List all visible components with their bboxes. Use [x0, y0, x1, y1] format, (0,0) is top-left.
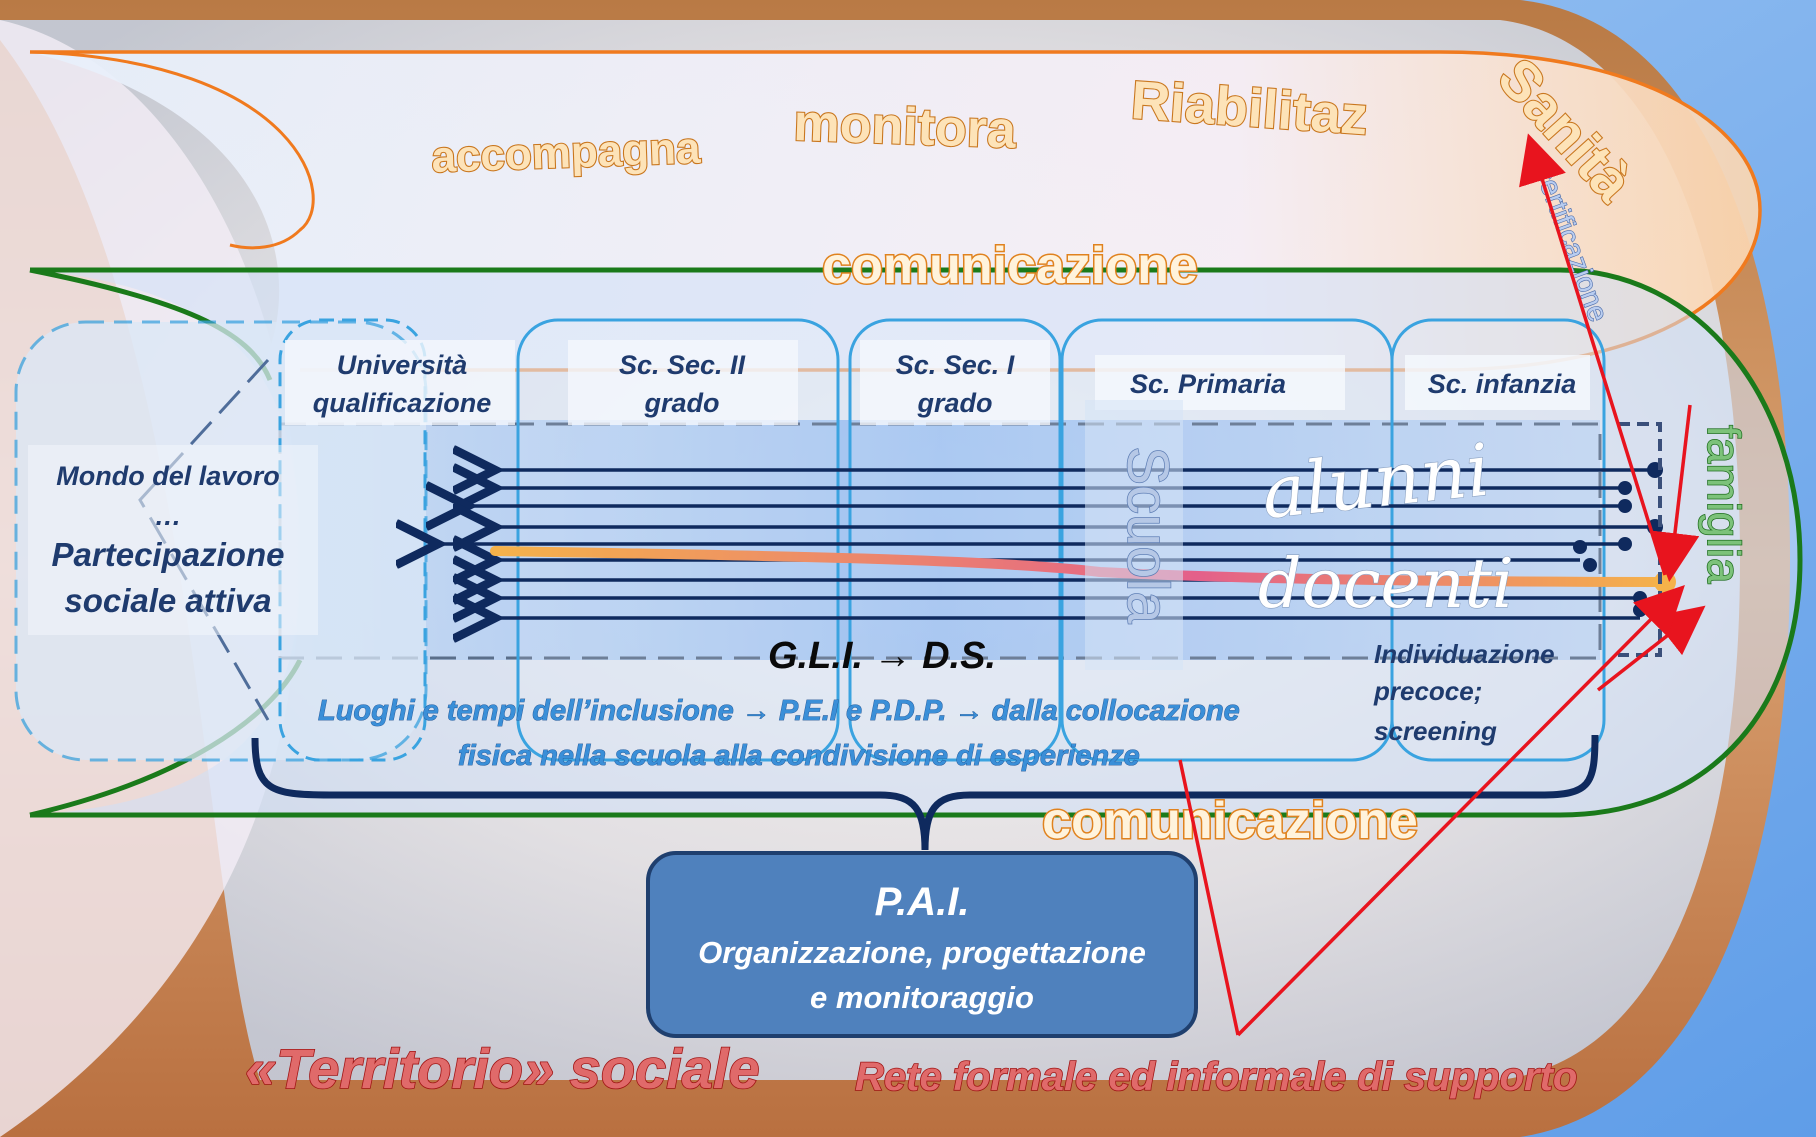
luoghi-line-1: Luoghi e tempi dell’inclusione → P.E.I e…: [318, 695, 1240, 727]
accompagna-label: accompagna: [431, 124, 702, 182]
left-box-line-2: …: [155, 501, 182, 531]
rete-label: Rete formale ed informale di supporto: [855, 1055, 1577, 1099]
column-box-sec2: [516, 318, 840, 762]
school-brace: [251, 734, 1599, 851]
individuazione-line-3: screening: [1374, 716, 1497, 746]
comunicazione-top: comunicazione: [822, 237, 1198, 295]
column-primaria-label: Sc. Primaria: [1130, 369, 1286, 399]
column-infanzia-label: Sc. infanzia: [1428, 369, 1577, 399]
column-box-sec1: [848, 318, 1062, 762]
column-box-infanzia: [1390, 318, 1606, 762]
pai-title: P.A.I.: [875, 880, 970, 924]
docenti-label: docenti: [1258, 545, 1514, 624]
pai-line-2: e monitoraggio: [810, 980, 1034, 1015]
famiglia-tube-outline: [30, 267, 1803, 818]
individuazione-line-2: precoce;: [1373, 676, 1482, 706]
luoghi-line-2: fisica nella scuola alla condivisione di…: [458, 740, 1140, 772]
left-box-line-1: Mondo del lavoro: [56, 461, 280, 491]
gli-ds-label: G.L.I. → D.S.: [768, 635, 996, 677]
pai-box: [646, 851, 1198, 1038]
individuazione-line-1: Individuazione: [1374, 639, 1555, 669]
column-sec1-line-1: Sc. Sec. I: [896, 350, 1015, 380]
column-sec2-line-2: grado: [643, 388, 719, 418]
territorio-label: «Territorio» sociale: [245, 1037, 760, 1100]
column-sec1-line-2: grado: [916, 388, 992, 418]
scuola-label: Scuola: [1115, 446, 1180, 624]
column-universita-line-2: qualificazione: [313, 388, 492, 418]
monitora-label: monitora: [793, 94, 1018, 160]
left-box-line-3: Partecipazione: [52, 536, 285, 573]
comunicazione-bottom: comunicazione: [1042, 792, 1418, 850]
red-arrows: [1178, 133, 1706, 1037]
column-sec2-line-1: Sc. Sec. II: [619, 350, 746, 380]
pai-line-1: Organizzazione, progettazione: [698, 935, 1146, 970]
famiglia-label: famiglia: [1698, 425, 1750, 584]
column-universita-line-1: Università: [337, 350, 468, 380]
left-box-line-4: sociale attiva: [64, 582, 271, 619]
